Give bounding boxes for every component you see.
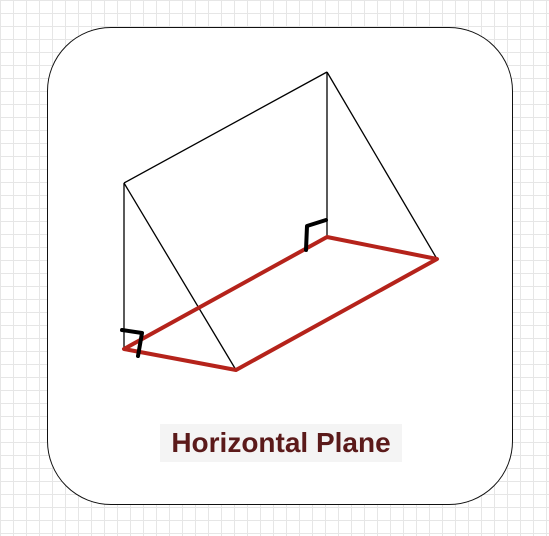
figure-caption: Horizontal Plane (160, 424, 402, 462)
horizontal-plane (122, 235, 439, 372)
top-ridge-edge (123, 71, 328, 184)
right-angle-mark-front (120, 328, 144, 358)
front-slant-edge (123, 182, 237, 371)
back-slant-edge (326, 71, 438, 260)
right-angle-mark-back (304, 218, 328, 252)
